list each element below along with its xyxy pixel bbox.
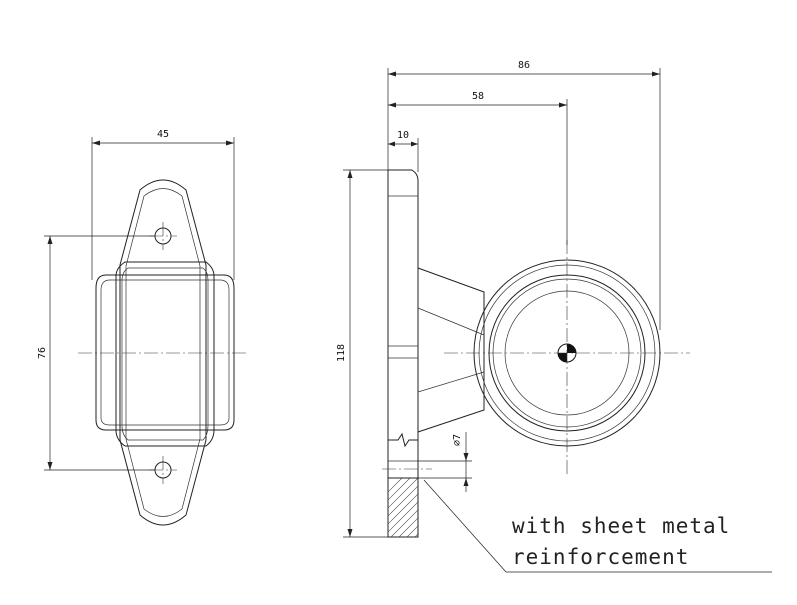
dimension-label-10: 10 <box>397 130 409 141</box>
dimension-front-width: 45 <box>91 129 235 280</box>
front-view: 45 76 <box>37 129 248 526</box>
side-support-rib-bottom <box>417 371 485 393</box>
dimension-label-hole-diameter: ⌀7 <box>452 434 463 446</box>
side-view: 86 58 10 118 <box>336 60 772 573</box>
note-leader-line <box>423 479 772 573</box>
dimension-label-86: 86 <box>518 60 530 71</box>
dimension-label-118: 118 <box>336 344 347 362</box>
dimension-label-45: 45 <box>157 129 169 140</box>
front-housing-inner <box>121 267 209 441</box>
dimension-front-hole-spacing: 76 <box>37 235 155 471</box>
front-back-body-inner <box>100 279 230 426</box>
dimension-side-plate-thickness: 10 <box>388 130 419 172</box>
front-housing <box>115 261 215 447</box>
side-break-line <box>388 432 418 448</box>
dimension-label-58: 58 <box>472 91 484 102</box>
dimension-label-76: 76 <box>37 347 48 359</box>
side-support-neck <box>417 267 485 433</box>
front-flange-inner-outline <box>125 188 201 517</box>
side-hatched-reinforcement <box>388 478 418 537</box>
note-line-1: with sheet metal <box>512 514 730 538</box>
dimension-hole-diameter: ⌀7 <box>418 432 472 492</box>
dimension-side-height: 118 <box>336 169 388 538</box>
side-support-rib-top <box>417 307 485 336</box>
front-back-body <box>95 274 235 431</box>
dimension-side-lens-center: 58 <box>388 91 568 245</box>
front-flange-outline <box>119 179 207 526</box>
side-mounting-plate <box>387 169 419 538</box>
dimension-side-overall-length: 86 <box>387 60 661 330</box>
note-line-2: reinforcement <box>512 545 689 569</box>
